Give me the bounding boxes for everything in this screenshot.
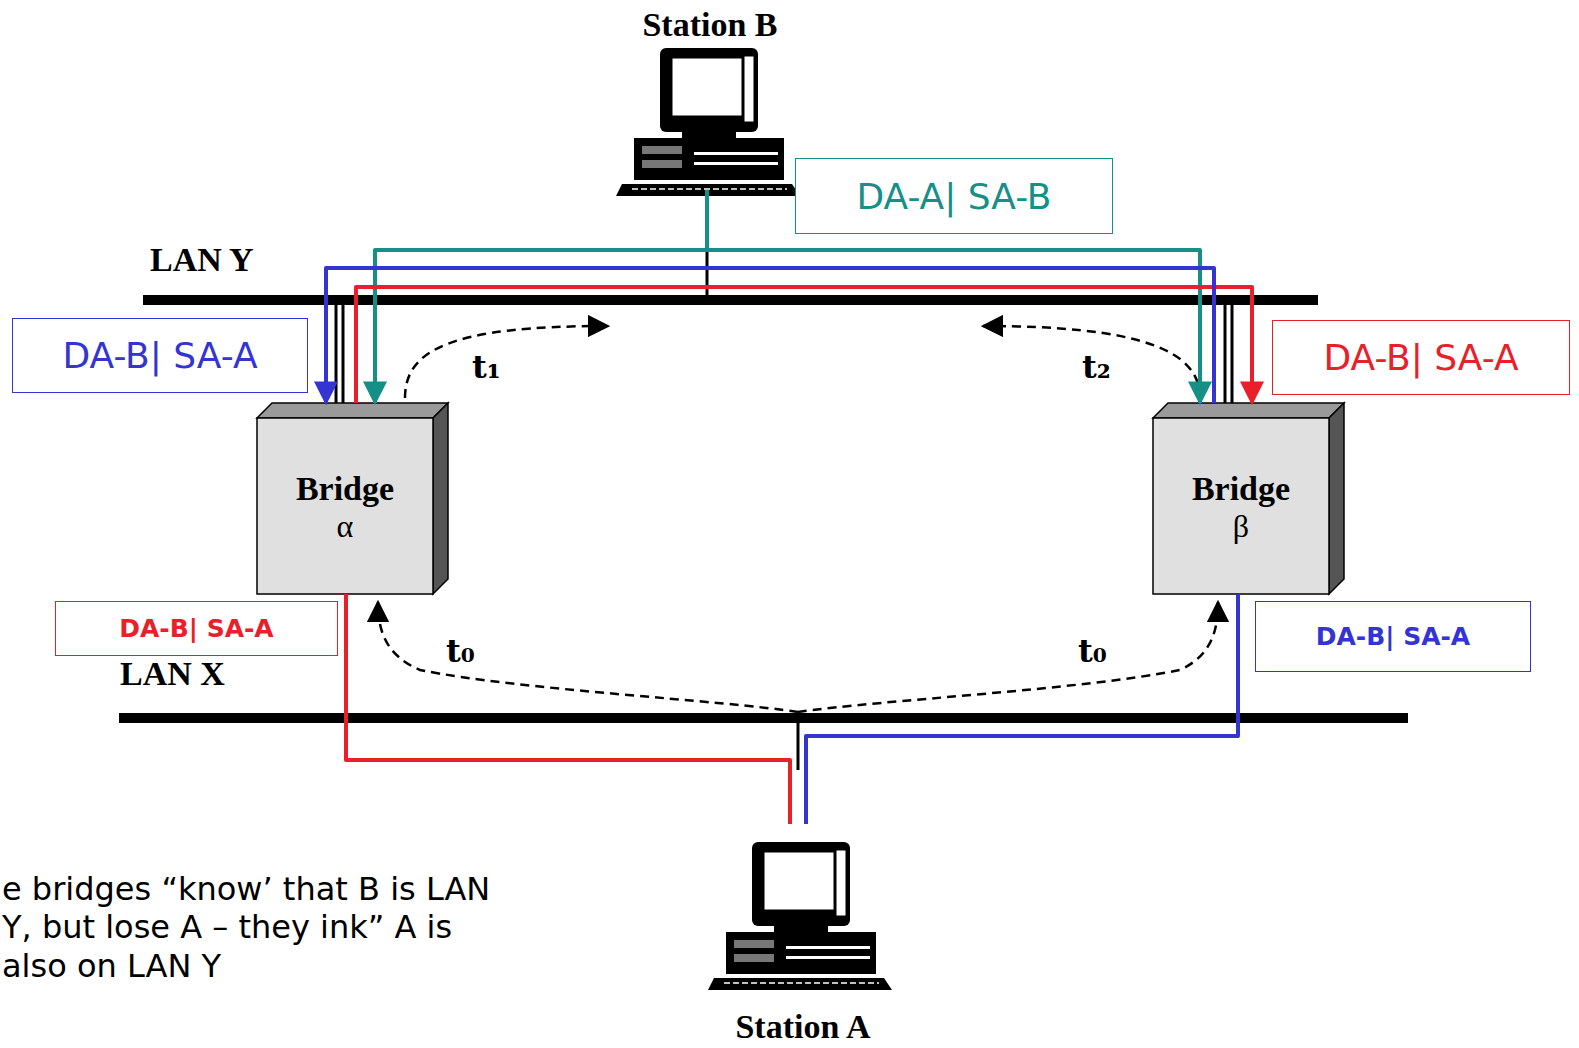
frame-address: DA-B| SA-A: [119, 614, 273, 643]
frame-box: DA-B| SA-A: [1255, 601, 1531, 672]
bridge-title: Bridge: [296, 470, 394, 508]
station-tap: [706, 250, 709, 300]
lan-name: LAN Y: [150, 240, 254, 281]
frame-box: DA-B| SA-A: [55, 601, 338, 656]
bridge-symbol: β: [1233, 508, 1249, 545]
timing-arrow: [378, 602, 798, 712]
frame-path: [356, 287, 1252, 403]
bridge: Bridgeβ: [1153, 403, 1344, 594]
bridge: Bridgeα: [257, 403, 448, 594]
station: Station B: [612, 6, 808, 190]
lan-x-bus: [119, 713, 1408, 723]
lan-y-bus: [143, 295, 1318, 305]
bridge-box: [257, 403, 448, 594]
time-label: t₁: [472, 348, 501, 386]
lan-name: LAN X: [120, 654, 225, 695]
time-label: t₀: [1078, 632, 1107, 670]
frame-address: DA-A| SA-B: [856, 176, 1051, 217]
station-name: Station A: [735, 1008, 870, 1046]
bridge-title: Bridge: [1192, 470, 1290, 508]
frame-path: [375, 190, 707, 403]
station: Station A: [705, 824, 901, 1046]
bridge-tap: [335, 300, 338, 405]
frame-address: DA-B| SA-A: [1323, 337, 1518, 378]
frame-path: [346, 594, 790, 824]
timing-arrow: [798, 602, 1218, 712]
time-label: t₂: [1082, 348, 1111, 386]
bridge-tap: [1224, 300, 1227, 405]
timing-arrow: [983, 326, 1200, 398]
frame-path: [326, 268, 1214, 403]
note-text: e bridges “know’ that B is LAN Y, but lo…: [2, 870, 502, 985]
frame-address: DA-B| SA-A: [1316, 622, 1470, 651]
bridge-tap: [342, 300, 345, 405]
frame-address: DA-B| SA-A: [62, 335, 257, 376]
bridge-symbol: α: [337, 508, 354, 545]
frame-box: DA-B| SA-A: [12, 318, 308, 393]
computer-icon: [708, 842, 892, 990]
station-name: Station B: [642, 6, 777, 44]
frame-path: [806, 594, 1238, 824]
computer-icon: [616, 48, 800, 196]
bridge-box: [1153, 403, 1344, 594]
frame-box: DA-B| SA-A: [1272, 320, 1570, 395]
timing-arrow: [405, 326, 608, 398]
station-tap: [797, 718, 800, 770]
time-label: t₀: [446, 632, 475, 670]
frame-box: DA-A| SA-B: [795, 158, 1113, 234]
bridge-tap: [1231, 300, 1234, 405]
